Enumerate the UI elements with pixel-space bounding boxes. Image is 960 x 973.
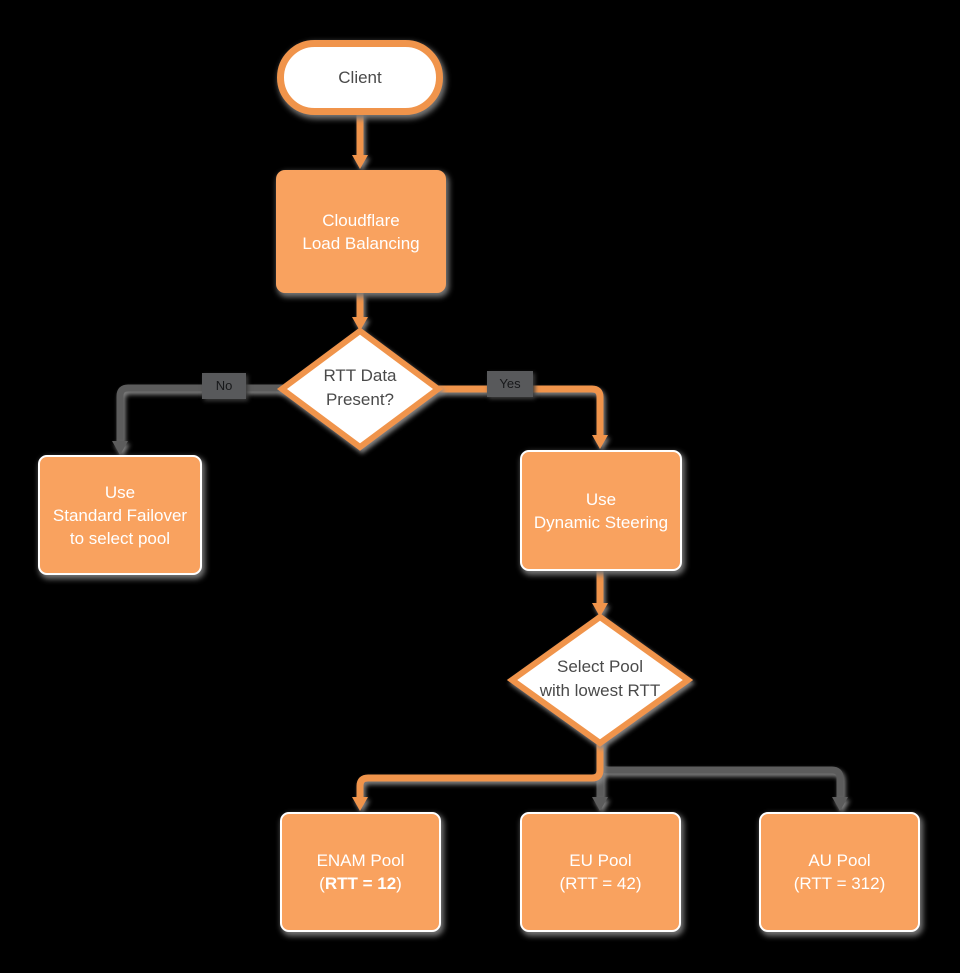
node-dynamic-steering-line1: Use	[585, 489, 617, 509]
node-eu-pool-line2: (RTT = 42)	[559, 874, 642, 893]
node-eu-pool: EU Pool (RTT = 42)	[520, 812, 681, 932]
edge-rtt-no-to-failover	[116, 384, 286, 441]
decision-rtt-label: RTT Data Present?	[295, 364, 425, 412]
node-standard-failover-line2: Standard Failover	[52, 505, 188, 525]
edge-selectpool-to-enam	[356, 741, 604, 797]
node-client: Client	[277, 40, 443, 115]
decision-rtt-line2: Present?	[325, 390, 395, 409]
arrowhead-to-enam	[352, 797, 368, 811]
node-standard-failover-line1: Use	[104, 482, 136, 502]
node-dynamic-steering-line2: Dynamic Steering	[533, 512, 669, 532]
node-standard-failover: Use Standard Failover to select pool	[38, 455, 202, 575]
node-au-pool-line1: AU Pool	[808, 851, 871, 870]
decision-select-pool	[506, 613, 694, 747]
arrowhead-to-eu	[592, 797, 608, 811]
decision-select-pool-label: Select Pool with lowest RTT	[505, 655, 695, 703]
arrowhead-to-rtt	[352, 317, 368, 331]
edge-rtt-yes-to-dynamic	[437, 385, 604, 435]
arrowhead-to-dynamic	[592, 435, 608, 449]
enam-rtt-value: RTT = 12	[324, 874, 397, 893]
node-enam-pool-line1: ENAM Pool	[316, 851, 405, 870]
node-standard-failover-line3: to select pool	[69, 528, 171, 548]
node-cloudflare-line1: Cloudflare	[322, 210, 400, 230]
node-au-pool-label: AU Pool (RTT = 312)	[794, 849, 886, 895]
node-cloudflare-line2: Load Balancing	[302, 233, 420, 253]
edge-selectpool-to-au	[596, 741, 844, 797]
node-au-pool-line2: (RTT = 312)	[793, 874, 886, 893]
node-eu-pool-label: EU Pool (RTT = 42)	[559, 849, 641, 895]
decision-select-pool-line2: with lowest RTT	[539, 681, 661, 700]
node-cloudflare-load-balancing: Cloudflare Load Balancing	[276, 170, 446, 293]
edge-label-no: No	[202, 373, 246, 399]
node-enam-pool: ENAM Pool (RTT = 12)	[280, 812, 441, 932]
node-enam-pool-line2: (RTT = 12)	[317, 872, 405, 895]
node-dynamic-steering-label: Use Dynamic Steering	[534, 488, 668, 534]
node-standard-failover-label: Use Standard Failover to select pool	[53, 481, 187, 550]
arrowhead-to-cloudflare	[352, 155, 368, 169]
node-au-pool: AU Pool (RTT = 312)	[759, 812, 920, 932]
decision-select-pool-line1: Select Pool	[557, 657, 643, 676]
arrowhead-to-selectpool	[592, 603, 608, 617]
arrowhead-to-au	[832, 797, 848, 811]
arrowhead-to-failover	[112, 441, 128, 455]
node-dynamic-steering: Use Dynamic Steering	[520, 450, 682, 571]
edge-label-yes: Yes	[487, 371, 533, 397]
decision-rtt-line1: RTT Data	[323, 366, 397, 385]
enam-rtt-close: )	[396, 874, 402, 893]
node-cloudflare-label: Cloudflare Load Balancing	[302, 209, 419, 255]
node-enam-pool-label: ENAM Pool (RTT = 12)	[317, 849, 405, 895]
node-eu-pool-line1: EU Pool	[569, 851, 632, 870]
decision-rtt-data-present	[276, 327, 444, 451]
node-client-label: Client	[338, 67, 382, 87]
enam-rtt-open: (	[319, 874, 325, 893]
